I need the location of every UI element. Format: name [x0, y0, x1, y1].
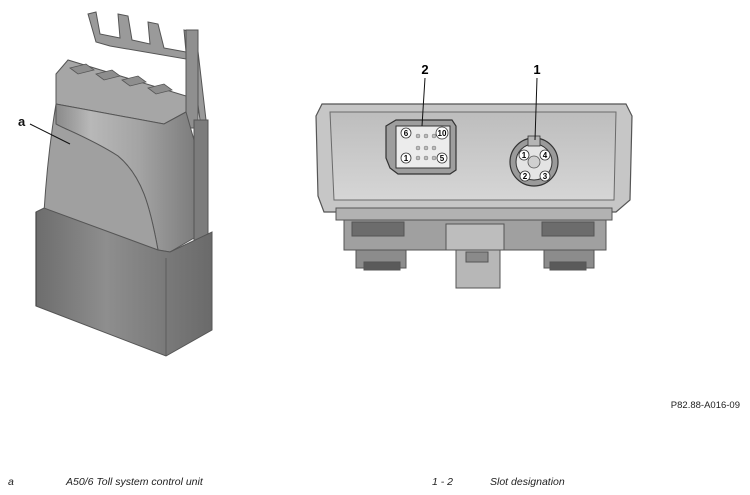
- legend-code-a: a: [8, 476, 14, 488]
- legend-text-1-2: Slot designation: [490, 476, 565, 488]
- mounting-bracket: [87, 11, 209, 261]
- callout-2: 2: [421, 62, 429, 127]
- conn2-pin6-label: 6: [404, 129, 409, 138]
- lower-rails: [335, 207, 613, 289]
- conn1-pin1-label: 1: [522, 151, 527, 160]
- legend-code-1-2: 1 - 2: [432, 476, 454, 488]
- callout-1: 1: [533, 62, 541, 141]
- component-illustration: a: [18, 11, 633, 357]
- conn2-pin1-label: 1: [404, 154, 409, 163]
- callout-1-label: 1: [533, 62, 540, 77]
- callout-a: a: [18, 114, 71, 145]
- callout-2-label: 2: [421, 62, 428, 77]
- control-unit-isometric-view: [35, 11, 213, 357]
- connector-slot-2: 6 10 1 5: [385, 119, 457, 175]
- control-unit-base: [35, 207, 213, 357]
- conn1-pin4-label: 4: [543, 151, 548, 160]
- top-panel: [55, 59, 187, 125]
- connector-slot-1: 1 4 2 3: [509, 135, 559, 187]
- conn2-pin5-label: 5: [440, 154, 445, 163]
- conn1-pin3-label: 3: [543, 172, 548, 181]
- control-unit-front-view: 6 10 1 5 1 4 2 3: [315, 103, 633, 289]
- legend-text-a: A50/6 Toll system control unit: [66, 476, 203, 488]
- conn2-pin10-label: 10: [438, 129, 447, 138]
- conn1-pin2-label: 2: [523, 172, 528, 181]
- figure-reference: P82.88-A016-09: [670, 400, 740, 411]
- callout-a-label: a: [18, 114, 26, 129]
